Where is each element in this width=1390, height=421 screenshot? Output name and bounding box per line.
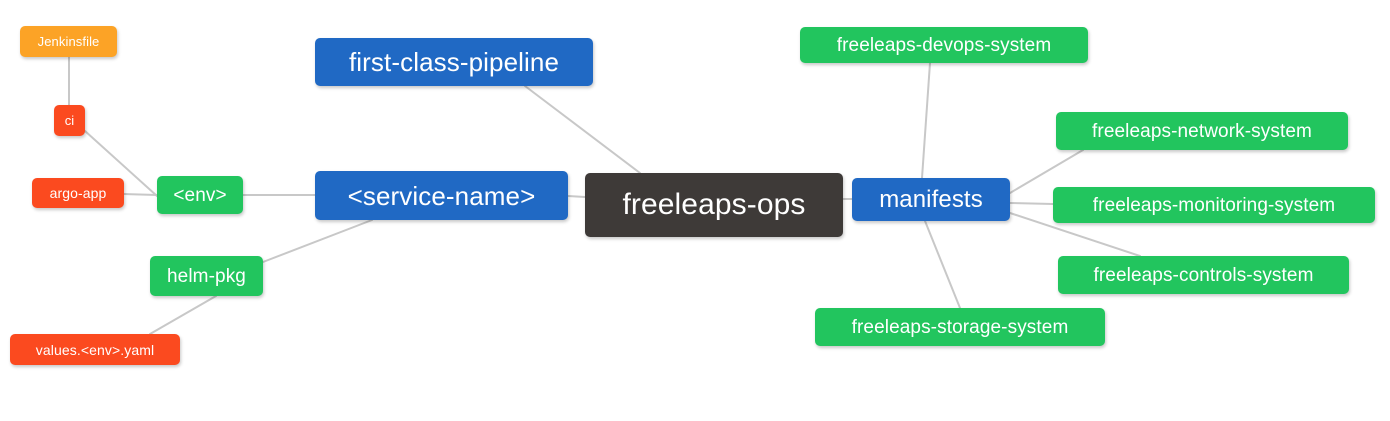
node-first-class-pipeline[interactable]: first-class-pipeline bbox=[315, 38, 593, 86]
node-label-service-name: <service-name> bbox=[347, 180, 536, 211]
node-label-freeleaps-ops: freeleaps-ops bbox=[622, 188, 806, 221]
node-freeleaps-network-system[interactable]: freeleaps-network-system bbox=[1056, 112, 1348, 150]
node-label-argo-app: argo-app bbox=[49, 185, 107, 201]
node-values-env-yaml[interactable]: values.<env>.yaml bbox=[10, 334, 180, 365]
node-label-jenkinsfile: Jenkinsfile bbox=[37, 34, 100, 49]
node-label-freeleaps-storage-system: freeleaps-storage-system bbox=[851, 316, 1069, 338]
edge-values-env-yaml-to-helm-pkg bbox=[149, 295, 217, 335]
node-label-helm-pkg: helm-pkg bbox=[167, 265, 246, 287]
node-freeleaps-storage-system[interactable]: freeleaps-storage-system bbox=[815, 308, 1105, 346]
node-label-freeleaps-devops-system: freeleaps-devops-system bbox=[836, 34, 1052, 56]
edge-service-name-to-freeleaps-ops bbox=[567, 195, 586, 198]
node-freeleaps-ops[interactable]: freeleaps-ops bbox=[585, 173, 843, 237]
node-service-name[interactable]: <service-name> bbox=[315, 171, 568, 220]
node-env[interactable]: <env> bbox=[157, 176, 243, 214]
node-label-ci: ci bbox=[64, 113, 75, 128]
node-jenkinsfile[interactable]: Jenkinsfile bbox=[20, 26, 117, 57]
edge-helm-pkg-to-service-name bbox=[262, 219, 373, 263]
node-freeleaps-monitoring-system[interactable]: freeleaps-monitoring-system bbox=[1053, 187, 1375, 223]
edge-manifests-to-freeleaps-storage-system bbox=[924, 220, 961, 309]
node-manifests[interactable]: manifests bbox=[852, 178, 1010, 221]
node-argo-app[interactable]: argo-app bbox=[32, 178, 124, 208]
edge-manifests-to-freeleaps-devops-system bbox=[921, 62, 931, 179]
node-freeleaps-devops-system[interactable]: freeleaps-devops-system bbox=[800, 27, 1088, 63]
edge-first-class-pipeline-to-freeleaps-ops bbox=[524, 85, 641, 174]
node-helm-pkg[interactable]: helm-pkg bbox=[150, 256, 263, 296]
node-label-freeleaps-controls-system: freeleaps-controls-system bbox=[1093, 264, 1314, 286]
node-label-manifests: manifests bbox=[879, 185, 983, 213]
node-ci[interactable]: ci bbox=[54, 105, 85, 136]
node-label-first-class-pipeline: first-class-pipeline bbox=[348, 47, 560, 77]
node-label-freeleaps-network-system: freeleaps-network-system bbox=[1092, 120, 1312, 142]
node-label-freeleaps-monitoring-system: freeleaps-monitoring-system bbox=[1092, 194, 1336, 216]
edge-argo-app-to-env bbox=[123, 193, 158, 196]
edge-manifests-to-freeleaps-monitoring-system bbox=[1009, 202, 1054, 205]
node-freeleaps-controls-system[interactable]: freeleaps-controls-system bbox=[1058, 256, 1349, 294]
node-label-values-env-yaml: values.<env>.yaml bbox=[35, 341, 155, 358]
node-label-env: <env> bbox=[173, 184, 227, 206]
